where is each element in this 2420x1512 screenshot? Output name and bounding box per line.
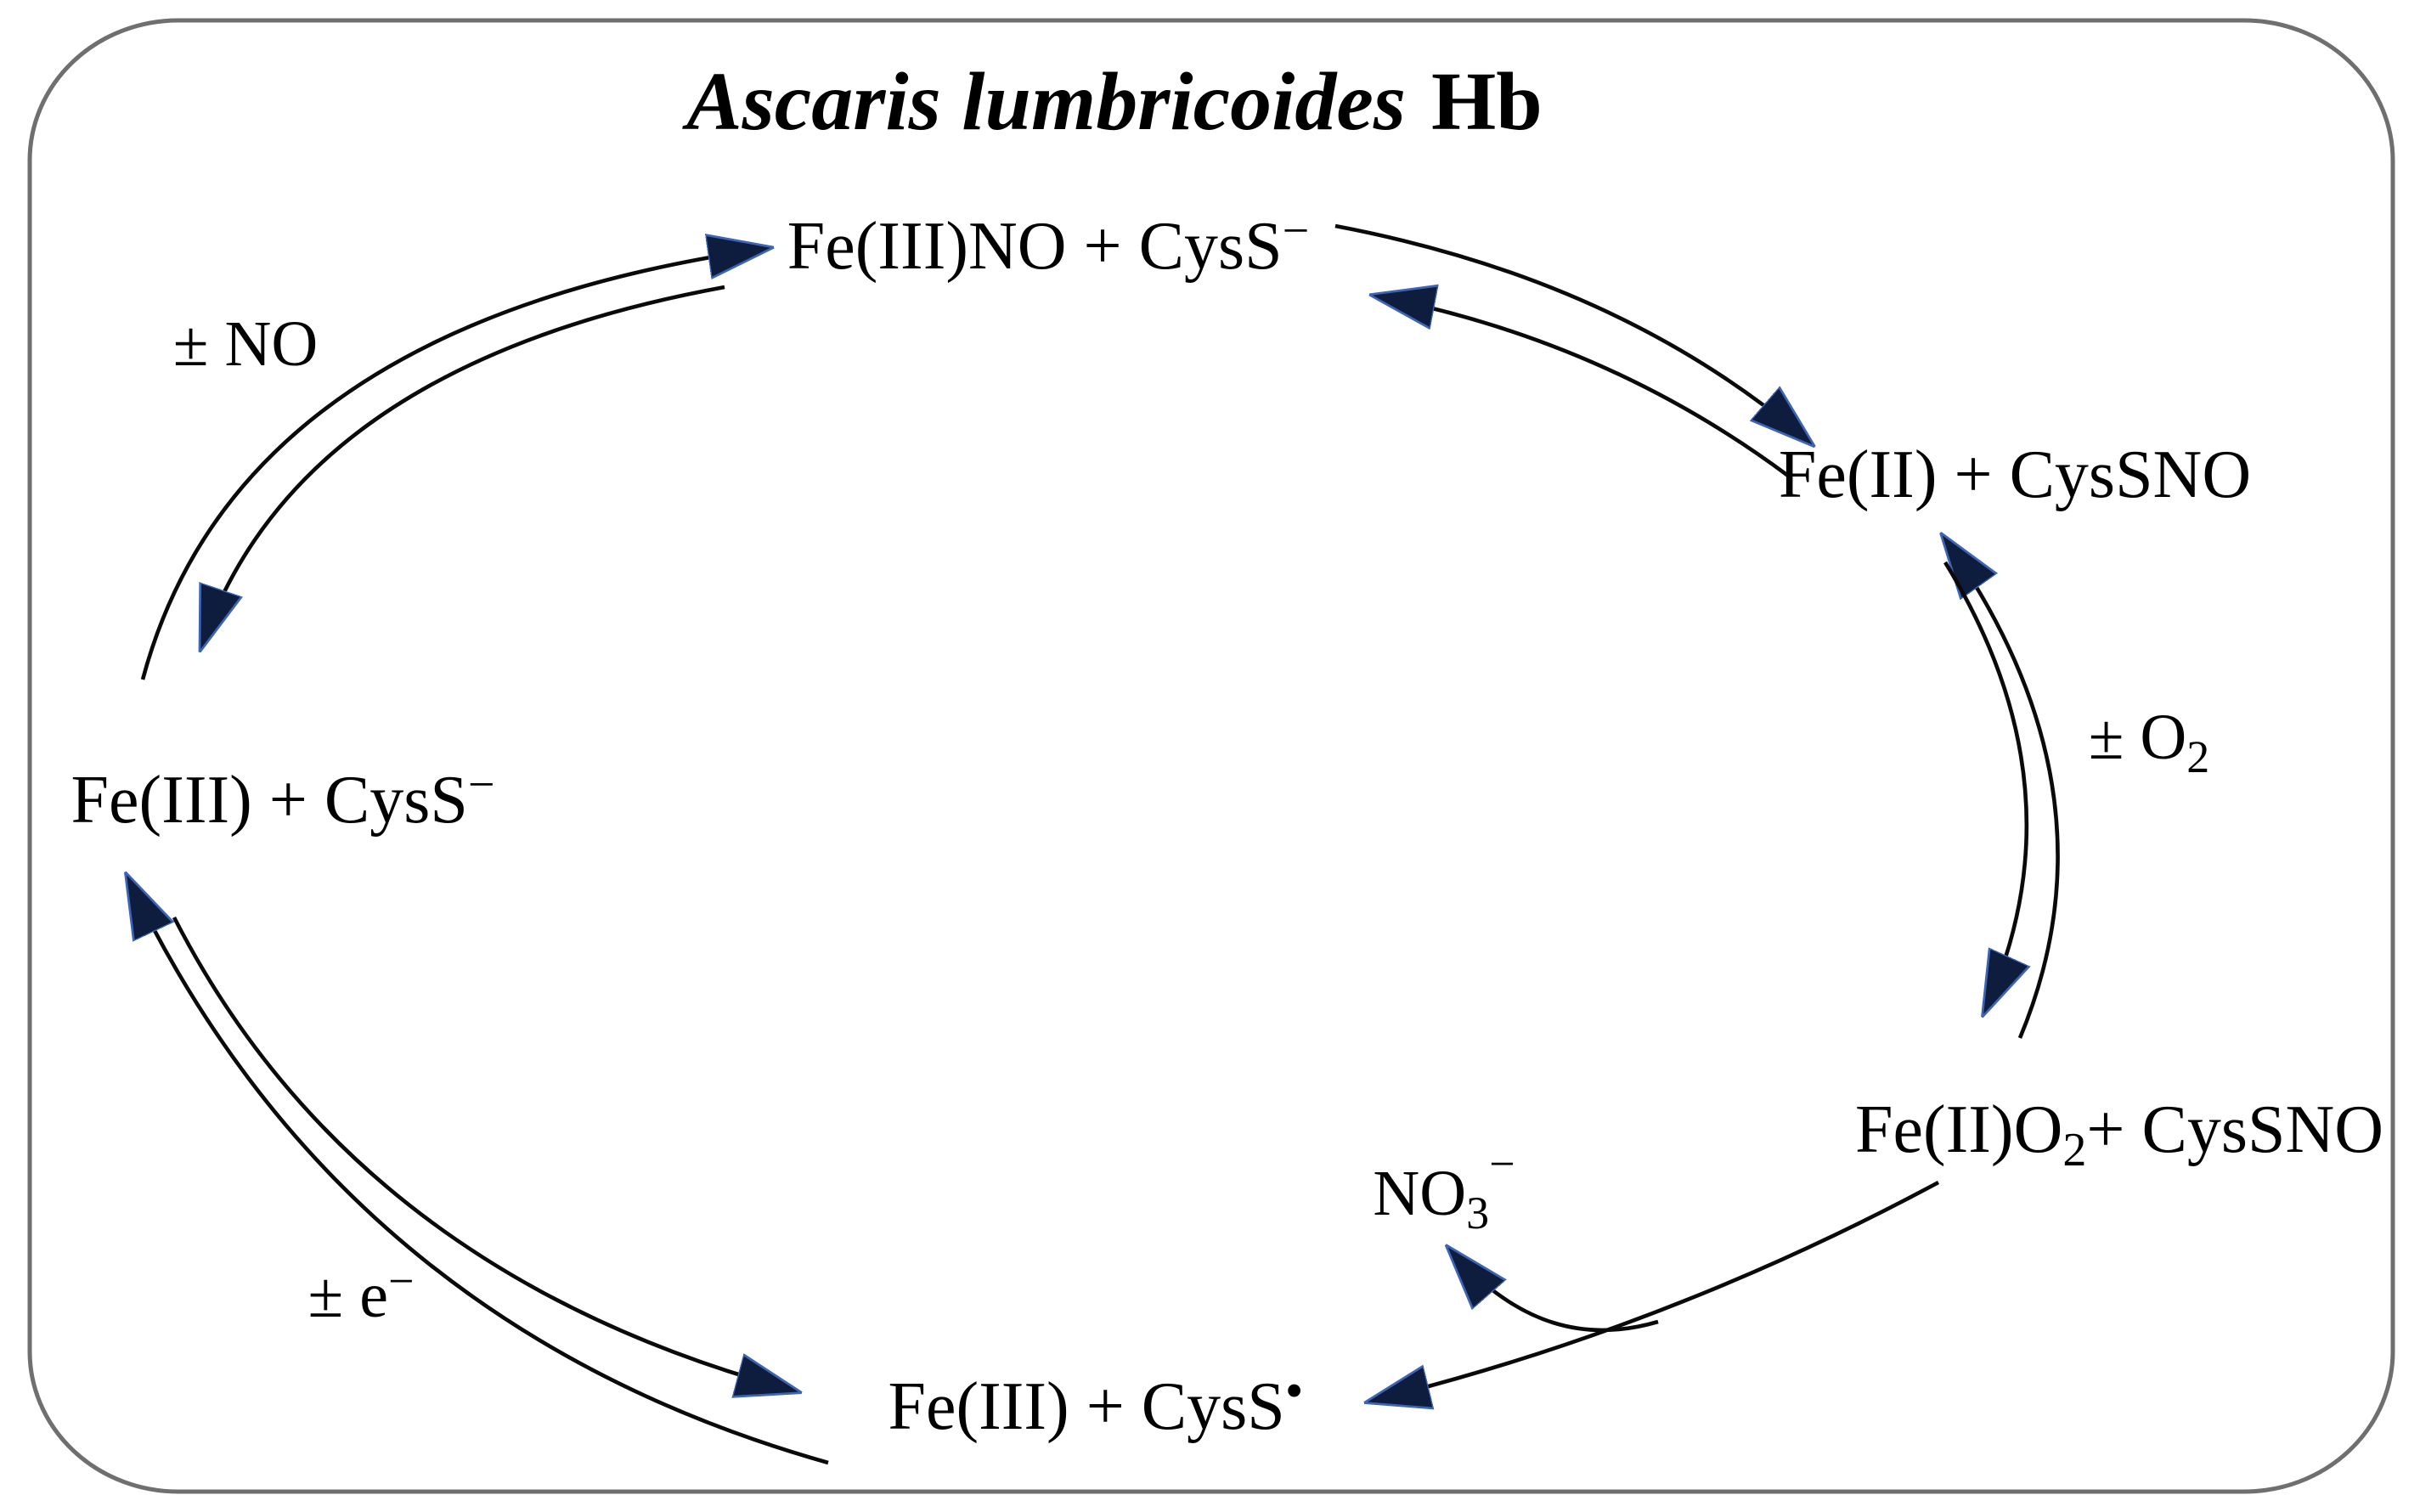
- arrow-top-to-right: [1334, 223, 1811, 443]
- arrow-bottomright-to-bottom: [1369, 1180, 1940, 1402]
- diagram-border: [27, 18, 2395, 1494]
- label-plus-minus-electron: ± e−: [308, 1255, 415, 1331]
- label-nitrate: NO3−: [1373, 1138, 1515, 1238]
- title-suffix: Hb: [1431, 56, 1543, 148]
- arrow-bottom-to-left: [127, 877, 829, 1465]
- arrow-left-to-bottom: [172, 916, 797, 1391]
- node-feII-cyssno: Fe(II) + CysSNO: [1779, 437, 2251, 512]
- arrow-right-to-bottomright: [1943, 561, 2027, 1013]
- label-plus-minus-no: ± NO: [173, 308, 318, 380]
- arrow-right-to-top: [1374, 296, 1790, 477]
- arrow-top-to-left: [201, 285, 725, 647]
- title-species: Ascaris lumbricoides: [681, 56, 1406, 148]
- label-plus-minus-o2: ± O2: [2089, 702, 2210, 782]
- arrow-no3-branch: [1449, 1249, 1659, 1333]
- diagram-title: Ascaris lumbricoides Hb: [681, 56, 1542, 148]
- arrow-bottomright-to-right: [1943, 537, 2060, 1039]
- node-feII-o2: Fe(II)O2+ CysSNO: [1855, 1092, 2383, 1176]
- arrow-left-to-top: [140, 248, 769, 680]
- node-feIII-no: Fe(III)NO + CysS−: [787, 205, 1309, 284]
- node-feIII-cyss: Fe(III) + CysS−: [71, 759, 495, 838]
- node-feIII-cyss-radical: Fe(III) + CysS•: [888, 1362, 1303, 1444]
